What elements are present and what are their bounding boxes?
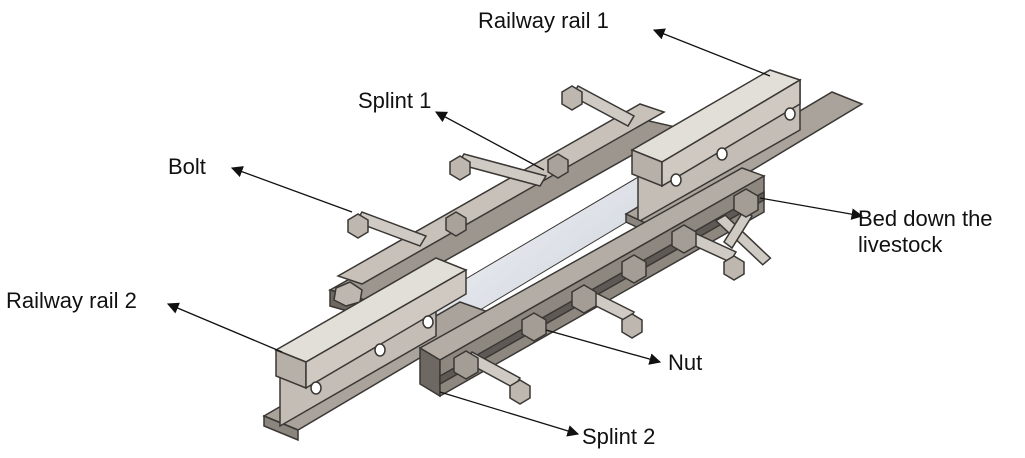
nut <box>621 254 647 284</box>
nut <box>571 284 597 314</box>
railway-rail-1-part <box>624 69 864 238</box>
bolt-head <box>449 155 471 181</box>
label-nut: Nut <box>668 350 703 375</box>
label-bed-down-the-livestock: Bed down the livestock <box>858 206 993 257</box>
nut <box>733 188 759 218</box>
arrow-bed-down <box>759 197 864 220</box>
rail-hole <box>716 147 728 161</box>
label-bolt: Bolt <box>168 154 206 179</box>
rail-hole <box>422 315 434 329</box>
nut <box>671 224 697 254</box>
rail-hole <box>670 173 682 187</box>
label-railway-rail-1: Railway rail 1 <box>478 8 609 33</box>
nut <box>453 350 479 380</box>
railway-rail-2-part <box>262 257 496 442</box>
bolt-head <box>621 313 643 339</box>
nut <box>445 211 467 237</box>
arrow-splint-2 <box>439 391 580 437</box>
bolt-head <box>347 213 369 239</box>
arrow-nut <box>545 329 662 365</box>
arrow-bolt <box>230 166 353 213</box>
rail-hole <box>310 381 322 395</box>
rail-hole <box>784 107 796 121</box>
nut <box>521 312 547 342</box>
rail-hole <box>374 343 386 357</box>
arrow-railway-rail-1 <box>652 28 771 77</box>
label-railway-rail-2: Railway rail 2 <box>6 288 137 313</box>
bolt-head <box>723 255 745 281</box>
bolt-head <box>509 379 531 405</box>
bolt-head <box>561 85 583 111</box>
arrow-railway-rail-2 <box>166 302 283 353</box>
bolt-shank <box>714 214 772 266</box>
arrow-splint-1 <box>434 111 545 171</box>
back-bolts <box>333 85 636 307</box>
label-splint-2: Splint 2 <box>582 424 656 449</box>
nut <box>547 153 569 179</box>
leader-lines <box>166 28 864 437</box>
label-splint-1: Splint 1 <box>358 88 432 113</box>
front-bolts <box>453 188 772 405</box>
